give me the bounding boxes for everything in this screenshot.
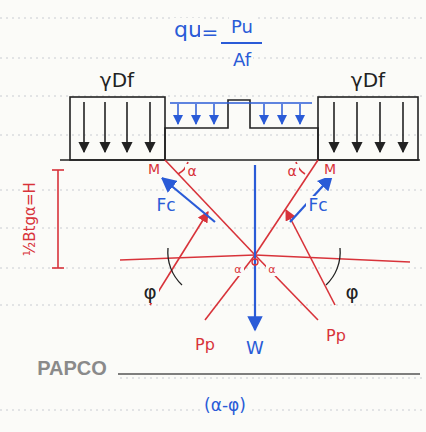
wedge-height: ½Btgα=H: [22, 180, 39, 258]
notebook-brand: PAPCO: [35, 357, 109, 379]
angle-difference: (α-φ): [202, 396, 248, 415]
passive-forces: [150, 210, 335, 305]
soil-wedge: [52, 160, 410, 320]
force-label: Fc: [154, 196, 177, 215]
angle-label: α: [185, 164, 198, 179]
angle-label: φ: [141, 281, 158, 303]
surcharge-label: γDf: [98, 69, 136, 91]
point-label: M: [322, 162, 338, 177]
notebook-lines: [0, 18, 426, 410]
fraction-bar: [221, 42, 262, 44]
point-label: M: [146, 162, 162, 177]
angle-label: φ: [343, 281, 360, 303]
force-label: Pp: [193, 336, 217, 354]
force-label: Fc: [306, 196, 329, 215]
angle-label: α: [232, 264, 243, 276]
area-symbol: Af: [231, 50, 253, 70]
surcharge-blocks: [70, 97, 418, 160]
friction-angle-arcs: [168, 248, 340, 285]
bearing-pressure: [170, 103, 312, 124]
equals-sign: =: [200, 21, 221, 43]
papco-rule: [118, 373, 420, 375]
angle-label: α: [285, 164, 298, 179]
force-label: Pp: [324, 327, 348, 345]
angle-label: α: [266, 264, 277, 276]
surcharge-label: γDf: [349, 69, 387, 91]
footing: [60, 100, 420, 160]
cohesion-forces: [162, 165, 332, 330]
load-symbol: Pu: [229, 17, 255, 37]
wedge-apex: [252, 259, 258, 265]
weight-label: W: [244, 338, 266, 358]
